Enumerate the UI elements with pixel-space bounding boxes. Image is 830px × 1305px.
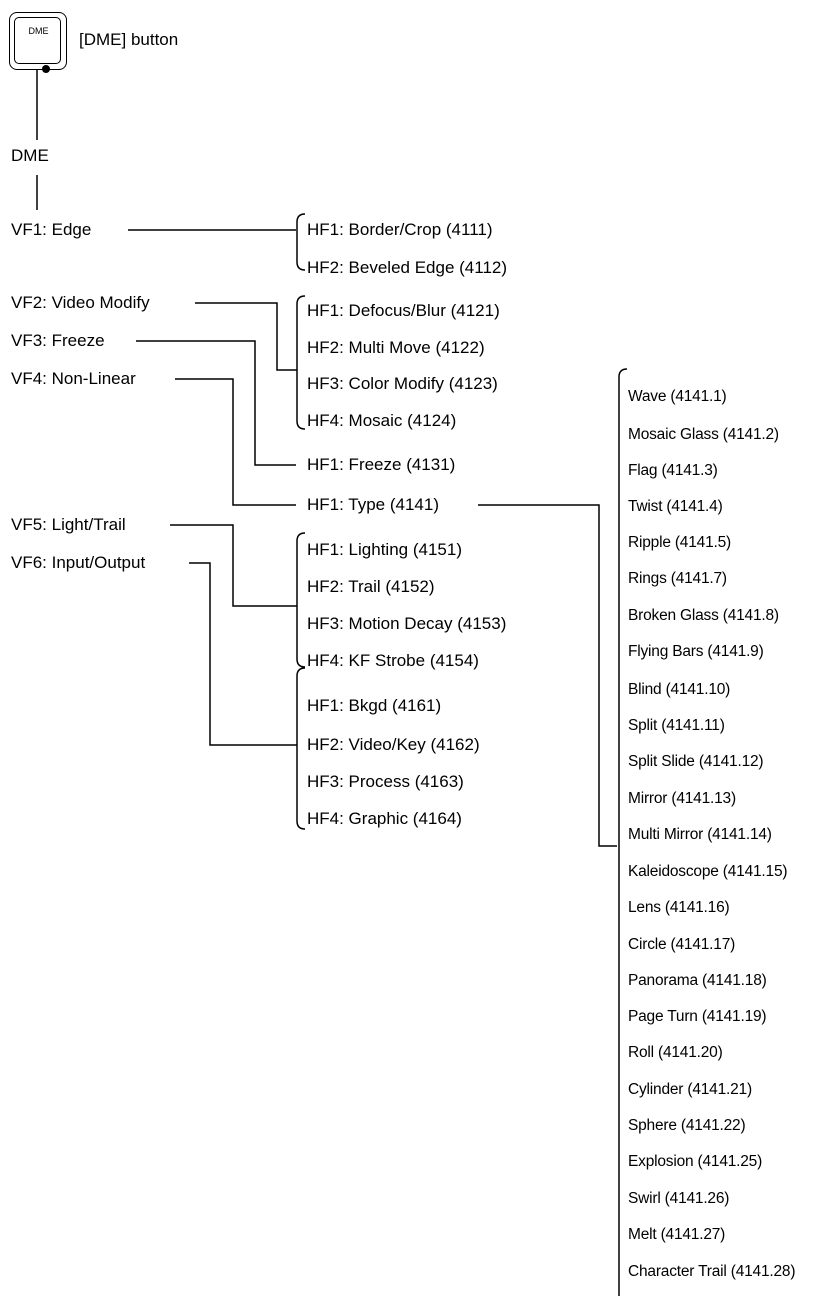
dme-button[interactable]: DME: [9, 12, 67, 73]
hf-item: HF3: Color Modify (4123): [307, 374, 498, 393]
vf3-label: VF3: Freeze: [11, 331, 105, 350]
type-item: Wave (4141.1): [628, 388, 727, 405]
vf5-label: VF5: Light/Trail: [11, 515, 126, 534]
root-menu-label: DME: [11, 146, 49, 165]
type-item: Flag (4141.3): [628, 462, 718, 479]
type-item: Explosion (4141.25): [628, 1153, 763, 1170]
hf-item: HF1: Border/Crop (4111): [307, 220, 493, 239]
type-item: Ripple (4141.5): [628, 534, 731, 551]
hf-item: HF1: Bkgd (4161): [307, 696, 442, 715]
type-item: Blind (4141.10): [628, 681, 731, 698]
hf-item: HF1: Lighting (4151): [307, 540, 462, 559]
type-item: Cylinder (4141.21): [628, 1081, 752, 1098]
type-item: Mosaic Glass (4141.2): [628, 426, 779, 443]
hf-item: HF1: Freeze (4131): [307, 455, 456, 474]
vf4-label: VF4: Non-Linear: [11, 369, 136, 388]
hf-item: HF2: Video/Key (4162): [307, 735, 480, 754]
type-item: Flying Bars (4141.9): [628, 643, 764, 660]
hf-item: HF1: Type (4141): [307, 495, 439, 514]
type-item: Broken Glass (4141.8): [628, 607, 779, 624]
hf-item: HF3: Motion Decay (4153): [307, 614, 507, 633]
type-item: Multi Mirror (4141.14): [628, 826, 772, 843]
indicator-dot-icon: [42, 65, 50, 73]
hf-item: HF3: Process (4163): [307, 772, 464, 791]
hf-item: HF4: KF Strobe (4154): [307, 651, 479, 670]
type-item: Mirror (4141.13): [628, 790, 736, 807]
type-item: Panorama (4141.18): [628, 972, 767, 989]
hf-item: HF2: Trail (4152): [307, 577, 435, 596]
vf6-label: VF6: Input/Output: [11, 553, 146, 572]
type-item: Circle (4141.17): [628, 936, 736, 953]
type-item: Swirl (4141.26): [628, 1190, 730, 1207]
type-item: Sphere (4141.22): [628, 1117, 746, 1134]
vf1-label: VF1: Edge: [11, 220, 92, 239]
type-item: Split (4141.11): [628, 717, 725, 734]
dme-button-caption: [DME] button: [79, 30, 179, 49]
type-item: Kaleidoscope (4141.15): [628, 863, 788, 880]
type-item: Melt (4141.27): [628, 1226, 726, 1243]
vf2-label: VF2: Video Modify: [11, 293, 150, 312]
dme-button-key-label: DME: [28, 26, 49, 36]
hf-item: HF4: Mosaic (4124): [307, 411, 457, 430]
type-item: Split Slide (4141.12): [628, 753, 764, 770]
type-item: Page Turn (4141.19): [628, 1008, 767, 1025]
hf-item: HF2: Beveled Edge (4112): [307, 258, 508, 277]
dme-button-face: DME: [14, 17, 61, 64]
type-item: Roll (4141.20): [628, 1044, 723, 1061]
hf-item: HF4: Graphic (4164): [307, 809, 462, 828]
hf-item: HF1: Defocus/Blur (4121): [307, 301, 500, 320]
hf-item: HF2: Multi Move (4122): [307, 338, 485, 357]
type-item: Character Trail (4141.28): [628, 1263, 796, 1280]
type-item: Twist (4141.4): [628, 498, 723, 515]
type-item: Rings (4141.7): [628, 570, 727, 587]
type-item: Lens (4141.16): [628, 899, 730, 916]
